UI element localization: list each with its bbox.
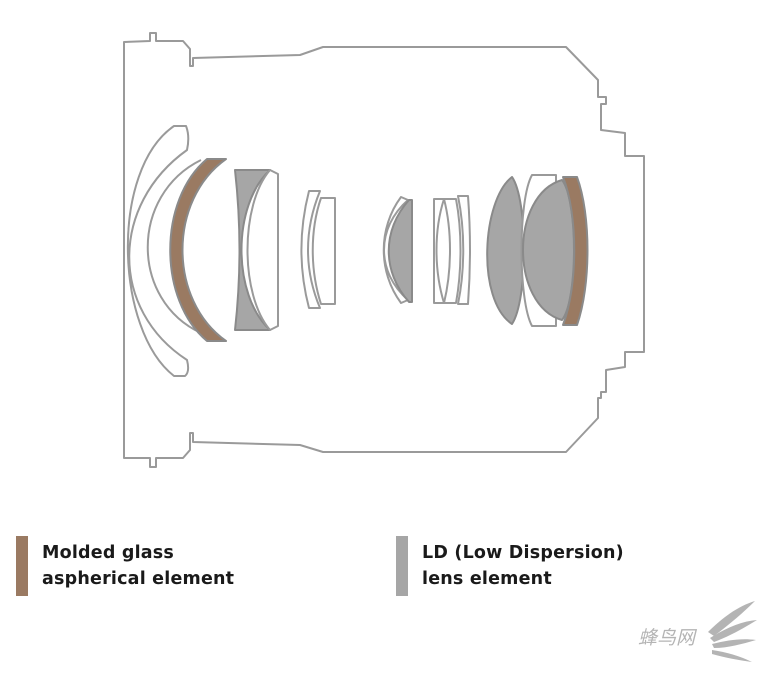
ld-lens-element-large xyxy=(486,176,525,325)
lens-cross-section-diagram xyxy=(123,32,645,468)
legend-swatch-aspherical xyxy=(16,536,28,596)
legend-label-aspherical-line1: Molded glass xyxy=(42,543,175,563)
middle-lens-group-outline-2 xyxy=(311,197,336,305)
front-meniscus-lens xyxy=(126,125,202,377)
legend-label-ld-line2: lens element xyxy=(422,569,552,589)
watermark-text: 蜂鸟网 xyxy=(638,627,698,649)
rear-small-lens-1 xyxy=(433,198,445,304)
aspherical-lens-element-rear xyxy=(562,176,589,326)
watermark-logo: 蜂鸟网 xyxy=(638,601,757,662)
legend-swatch-ld xyxy=(396,536,408,596)
legend-label-aspherical-line2: aspherical element xyxy=(42,569,235,589)
legend-label-ld: LD (Low Dispersion) lens element xyxy=(422,540,624,592)
legend-label-ld-line1: LD (Low Dispersion) xyxy=(422,543,624,563)
bird-wing-icon xyxy=(708,601,757,662)
rear-small-lens-2 xyxy=(443,198,462,304)
concave-lens-outline xyxy=(246,169,279,331)
middle-lens-group-outline xyxy=(300,190,321,309)
legend-label-aspherical: Molded glass aspherical element xyxy=(42,540,234,592)
lens-barrel-outline xyxy=(123,32,645,468)
ld-lens-element-small xyxy=(387,199,413,303)
aspherical-lens-element xyxy=(169,158,227,342)
rear-small-lens-3 xyxy=(457,195,471,305)
